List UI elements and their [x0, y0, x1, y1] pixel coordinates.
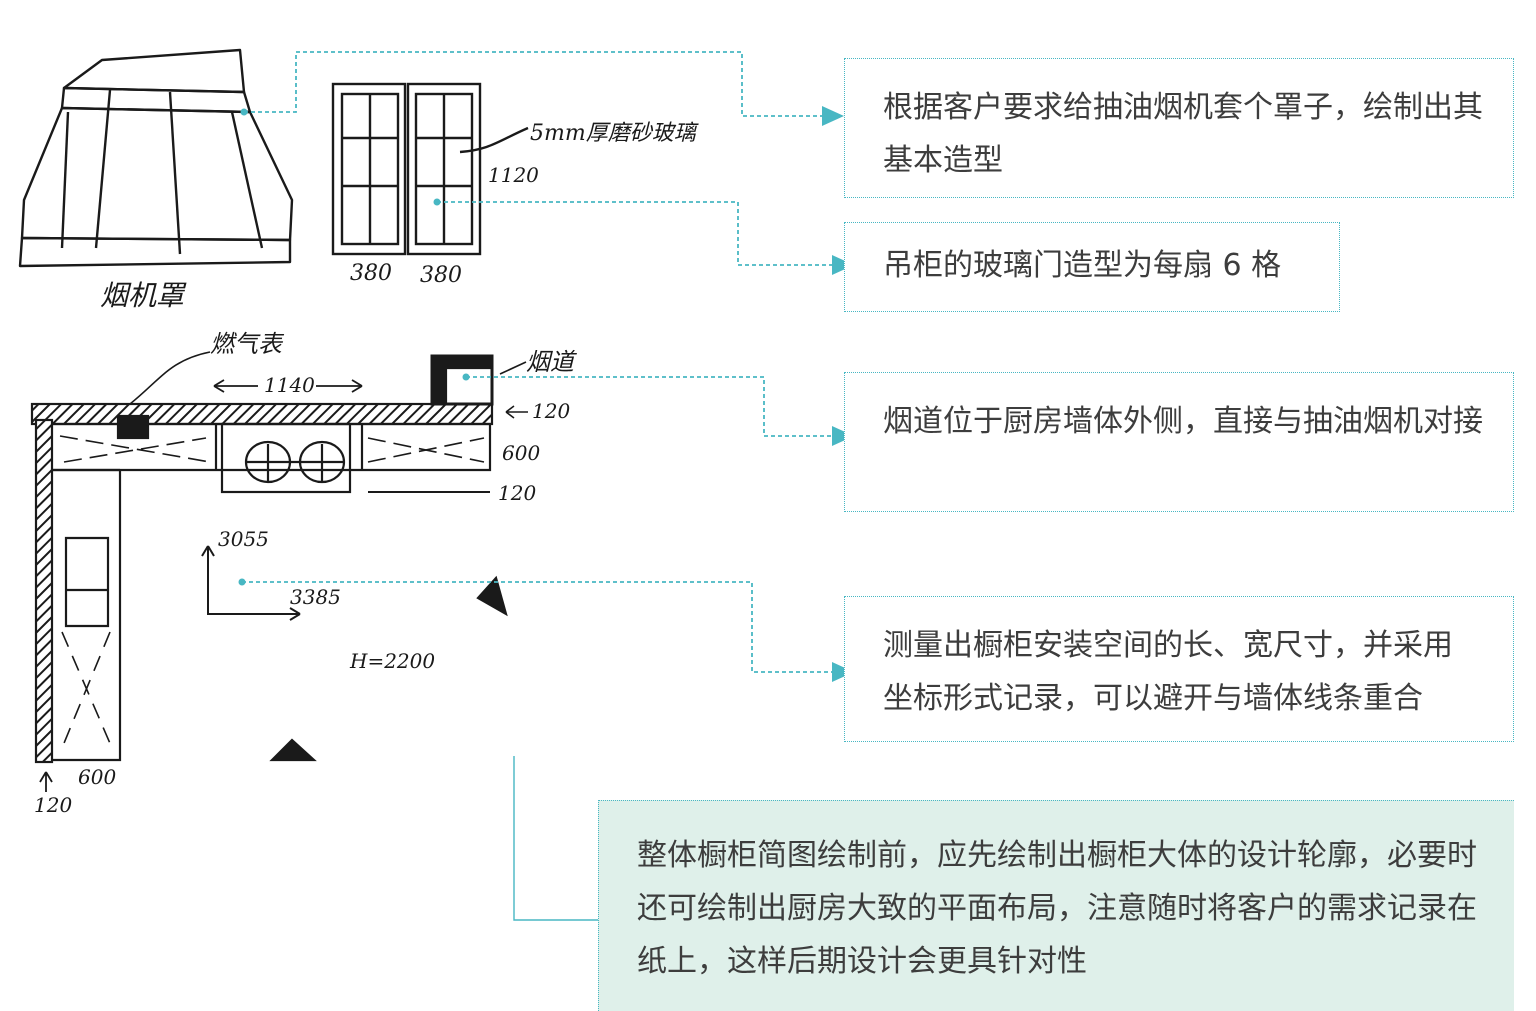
glass-label: 5mm厚磨砂玻璃 [530, 121, 699, 146]
hood-label: 烟机罩 [100, 279, 187, 312]
top-length-dim: 1140 [264, 373, 315, 397]
leader-arrows [238, 106, 854, 682]
dim-3385: 3385 [290, 585, 341, 609]
callout-hood: 根据客户要求给抽油烟机套个罩子，绘制出其基本造型 [844, 58, 1514, 198]
wall-120-top: 120 [532, 399, 570, 423]
callout-measure-text: 测量出橱柜安装空间的长、宽尺寸，并采用坐标形式记录，可以避开与墙体线条重合 [883, 628, 1453, 716]
callout-door: 吊柜的玻璃门造型为每扇 6 格 [844, 222, 1340, 312]
height-label: H=2200 [349, 649, 435, 673]
callout-flue-text: 烟道位于厨房墙体外侧，直接与抽油烟机对接 [883, 404, 1483, 439]
leader-line-measure [242, 581, 832, 673]
summary-note-text: 整体橱柜简图绘制前，应先绘制出橱柜大体的设计轮廓，必要时还可绘制出厨房大致的平面… [637, 838, 1477, 979]
wall-120-right: 120 [498, 481, 536, 505]
summary-note: 整体橱柜简图绘制前，应先绘制出橱柜大体的设计轮廓，必要时还可绘制出厨房大致的平面… [598, 800, 1514, 1011]
leader-line-note [513, 756, 600, 921]
callout-hood-text: 根据客户要求给抽油烟机套个罩子，绘制出其基本造型 [883, 90, 1483, 178]
wall-120-bottom: 120 [34, 793, 72, 817]
leader-lines [242, 51, 832, 673]
leader-line-hood [244, 51, 822, 117]
callout-door-text: 吊柜的玻璃门造型为每扇 6 格 [883, 248, 1282, 283]
kitchen-plan-drawing [30, 351, 528, 792]
callout-flue: 烟道位于厨房墙体外侧，直接与抽油烟机对接 [844, 372, 1514, 512]
leader-line-door [437, 201, 832, 266]
door-width-2: 380 [420, 263, 462, 288]
door-width-1: 380 [350, 261, 392, 286]
dim-3055: 3055 [218, 527, 269, 551]
flue-label: 烟道 [526, 348, 577, 376]
depth-600-bottom: 600 [78, 765, 116, 789]
depth-600-right: 600 [502, 441, 540, 465]
gas-meter-label: 燃气表 [210, 330, 285, 358]
range-hood-drawing [18, 48, 294, 268]
glass-door-drawing [331, 82, 529, 256]
door-height: 1120 [488, 163, 539, 187]
callout-measure: 测量出橱柜安装空间的长、宽尺寸，并采用坐标形式记录，可以避开与墙体线条重合 [844, 596, 1514, 742]
leader-line-flue [466, 376, 832, 437]
